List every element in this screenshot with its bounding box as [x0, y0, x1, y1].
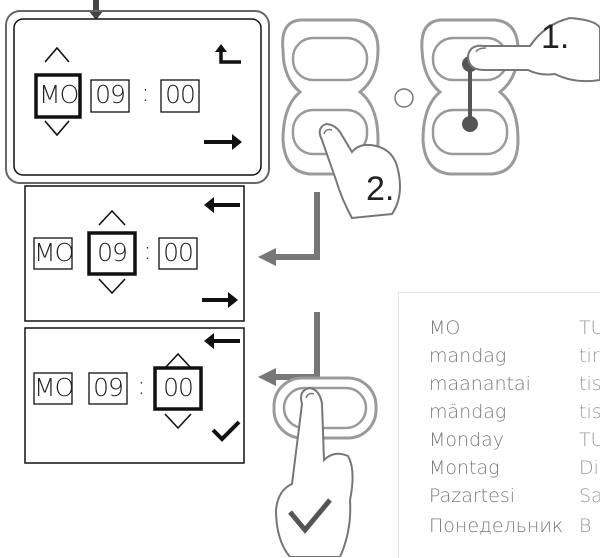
time-separator: : — [139, 236, 155, 265]
hour-value: 09 — [89, 373, 127, 402]
separator-dot — [395, 89, 413, 107]
down-arrow-icon[interactable] — [99, 279, 125, 293]
hour-value: 09 — [91, 80, 129, 109]
day-value: MO — [39, 80, 77, 109]
day-value: MO — [34, 238, 72, 267]
confirm-button[interactable] — [274, 378, 376, 438]
step-1-label: 1. — [541, 18, 569, 57]
step-2-label: 2. — [366, 170, 394, 209]
left-arrow-icon — [204, 197, 240, 213]
up-arrow-icon[interactable] — [45, 48, 69, 62]
language-row: MOTU — [429, 317, 460, 339]
right-arrow-icon — [204, 134, 242, 150]
time-separator: : — [133, 371, 149, 400]
hour-value: 09 — [93, 238, 131, 267]
down-arrow-icon[interactable] — [45, 121, 69, 135]
minute-value: 00 — [159, 238, 197, 267]
language-row: MondayTU — [429, 429, 504, 451]
finger-press-icon — [468, 18, 600, 81]
language-row: PazartesiSa — [429, 485, 515, 507]
day-value: MO — [34, 373, 72, 402]
up-arrow-icon[interactable] — [165, 354, 191, 368]
control-button-right[interactable] — [422, 20, 518, 174]
up-arrow-icon[interactable] — [99, 211, 125, 225]
down-arrow-icon[interactable] — [165, 414, 191, 428]
minute-value: 00 — [161, 80, 199, 109]
time-separator: : — [137, 78, 153, 107]
connector-arrow-2 — [258, 312, 317, 386]
connector-arrow-1 — [258, 192, 317, 266]
check-icon — [213, 422, 239, 439]
minute-value: 00 — [159, 373, 197, 402]
left-arrow-icon — [204, 333, 240, 349]
right-arrow-icon — [202, 292, 238, 308]
